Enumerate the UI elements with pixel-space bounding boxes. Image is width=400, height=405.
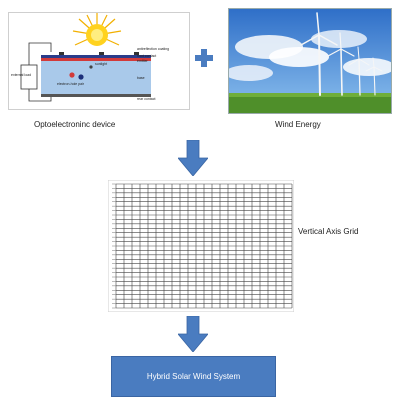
plus-icon xyxy=(195,49,213,67)
svg-text:rear contact: rear contact xyxy=(137,97,156,101)
base-layer xyxy=(41,61,151,94)
sun-icon xyxy=(72,13,122,46)
down-arrow-icon xyxy=(177,139,209,177)
hybrid-system-box: Hybrid Solar Wind System xyxy=(111,356,276,397)
rear-contact-layer xyxy=(41,94,151,97)
svg-text:base: base xyxy=(137,76,145,80)
down-arrow-icon xyxy=(177,315,209,353)
svg-text:antireflection coating: antireflection coating xyxy=(137,47,169,51)
wind-panel xyxy=(228,8,392,114)
external-load-box xyxy=(20,64,38,90)
svg-text:emitter: emitter xyxy=(137,59,149,63)
turbine-group xyxy=(300,12,383,96)
grid-svg xyxy=(107,179,295,313)
antireflection-layer xyxy=(41,55,151,58)
svg-text:external load: external load xyxy=(11,73,31,77)
svg-text:sunlight: sunlight xyxy=(95,62,107,66)
solar-panel: antireflection coating front contact emi… xyxy=(8,12,190,110)
grid-caption: Vertical Axis Grid xyxy=(298,227,359,236)
wind-caption: Wind Energy xyxy=(275,120,321,129)
solar-cell-diagram: antireflection coating front contact emi… xyxy=(11,13,169,102)
hybrid-system-label: Hybrid Solar Wind System xyxy=(146,372,241,381)
solar-caption: Optoelectroninc device xyxy=(34,120,116,129)
vertical-axis-grid xyxy=(107,179,295,313)
svg-text:electron-hole pair: electron-hole pair xyxy=(57,82,85,86)
wind-turbine-image xyxy=(229,9,391,113)
svg-text:front contact: front contact xyxy=(137,54,156,58)
hole-icon xyxy=(78,74,84,80)
emitter-layer xyxy=(41,58,151,61)
electron-icon xyxy=(69,72,75,78)
